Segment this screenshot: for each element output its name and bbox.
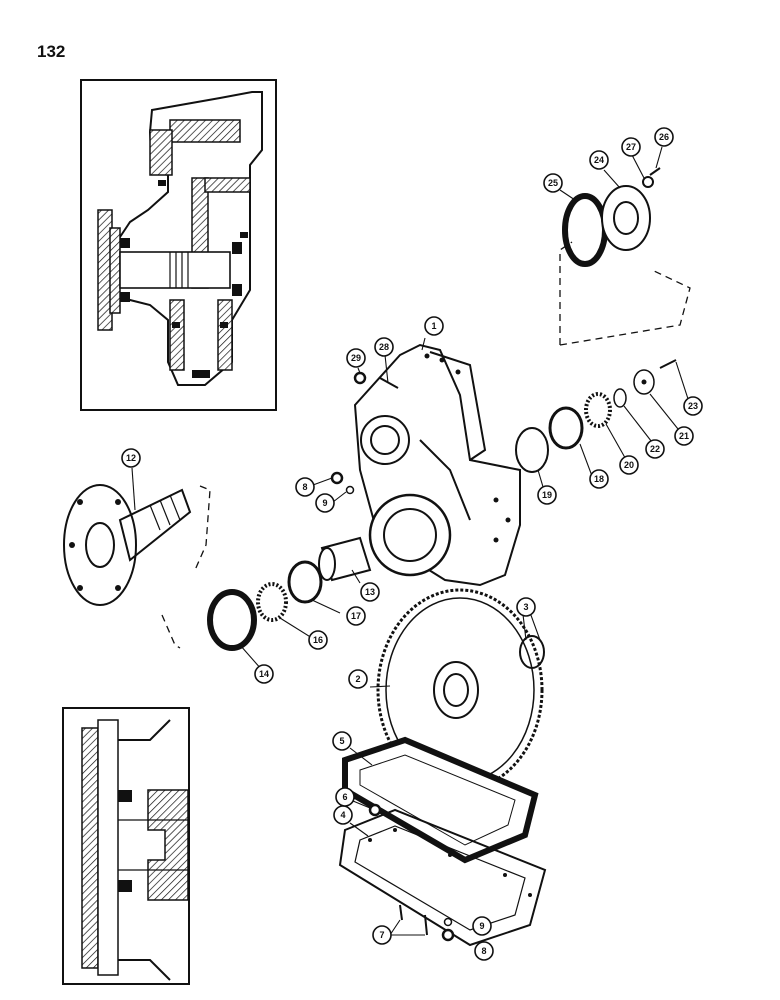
callout-26: 26 [654, 127, 674, 147]
callout-16: 16 [308, 630, 328, 650]
spur-gear [376, 588, 544, 792]
svg-text:23: 23 [688, 401, 698, 411]
svg-text:25: 25 [548, 178, 558, 188]
bearing-cup-18 [548, 406, 584, 450]
callouts: 1 2 3 4 5 6 7 8 8 9 9 12 13 14 16 17 18 … [121, 127, 703, 961]
svg-text:5: 5 [339, 736, 344, 746]
bearing-cup-17 [287, 560, 323, 604]
detail-view-inset [62, 707, 190, 985]
callout-4: 4 [333, 805, 353, 825]
washer-27 [642, 176, 654, 188]
svg-text:8: 8 [302, 482, 307, 492]
svg-text:16: 16 [313, 635, 323, 645]
plug-29 [353, 371, 367, 385]
callout-2: 2 [348, 669, 368, 689]
callout-9b: 9 [472, 916, 492, 936]
plug-6 [368, 803, 382, 817]
bolt-23 [659, 359, 677, 369]
callout-3: 3 [516, 597, 536, 617]
svg-text:27: 27 [626, 142, 636, 152]
svg-text:28: 28 [379, 342, 389, 352]
svg-text:7: 7 [379, 930, 384, 940]
callout-12: 12 [121, 448, 141, 468]
callout-23: 23 [683, 396, 703, 416]
svg-text:20: 20 [624, 460, 634, 470]
svg-text:17: 17 [351, 611, 361, 621]
bearing-cone-16 [256, 582, 288, 622]
svg-text:6: 6 [342, 792, 347, 802]
cover-pan [338, 808, 547, 947]
callout-9a: 9 [315, 493, 335, 513]
retainer-21 [633, 369, 655, 395]
seal-14 [207, 589, 257, 651]
svg-text:9: 9 [479, 921, 484, 931]
callout-27: 27 [621, 137, 641, 157]
callout-14: 14 [254, 664, 274, 684]
svg-text:4: 4 [340, 810, 345, 820]
page-number: 132 [37, 42, 66, 61]
svg-text:29: 29 [351, 353, 361, 363]
snap-ring-3 [519, 635, 545, 669]
cover-plate-24 [601, 185, 651, 251]
plug-8-lower [441, 928, 455, 942]
leader-lines [131, 146, 691, 936]
callout-29: 29 [346, 348, 366, 368]
callout-25: 25 [543, 173, 563, 193]
transfer-housing [353, 343, 521, 587]
callout-28: 28 [374, 337, 394, 357]
callout-21: 21 [674, 426, 694, 446]
shim-22 [613, 388, 627, 408]
svg-text:12: 12 [126, 453, 136, 463]
bearing-cone-20 [584, 392, 612, 428]
svg-text:18: 18 [594, 474, 604, 484]
seal-25 [562, 193, 608, 267]
bolt-7 [399, 904, 428, 936]
callout-6: 6 [335, 787, 355, 807]
svg-text:26: 26 [659, 132, 669, 142]
callout-20: 20 [619, 455, 639, 475]
pin-28 [379, 377, 399, 389]
callout-1: 1 [424, 316, 444, 336]
callout-17: 17 [346, 606, 366, 626]
callout-8b: 8 [474, 941, 494, 961]
svg-text:19: 19 [542, 490, 552, 500]
svg-text:24: 24 [594, 155, 604, 165]
callout-8a: 8 [295, 477, 315, 497]
sleeve-13 [318, 536, 372, 582]
washer-9-lower [443, 917, 453, 927]
callout-13: 13 [360, 582, 380, 602]
plug-8-upper [330, 471, 344, 485]
callout-24: 24 [589, 150, 609, 170]
callout-18: 18 [589, 469, 609, 489]
assembly-lines [161, 241, 691, 649]
washer-9-upper [345, 485, 355, 495]
svg-text:1: 1 [431, 321, 436, 331]
bolt-26 [649, 167, 661, 176]
svg-text:14: 14 [259, 669, 269, 679]
callout-22: 22 [645, 439, 665, 459]
svg-text:13: 13 [365, 587, 375, 597]
svg-text:3: 3 [523, 602, 528, 612]
callout-5: 5 [332, 731, 352, 751]
callout-7: 7 [372, 925, 392, 945]
output-shaft-flange [63, 484, 192, 606]
callout-19: 19 [537, 485, 557, 505]
svg-text:2: 2 [355, 674, 360, 684]
svg-text:22: 22 [650, 444, 660, 454]
svg-text:8: 8 [481, 946, 486, 956]
snap-ring-19 [515, 427, 549, 473]
section-view-inset [80, 79, 277, 411]
svg-text:21: 21 [679, 431, 689, 441]
svg-text:9: 9 [322, 498, 327, 508]
